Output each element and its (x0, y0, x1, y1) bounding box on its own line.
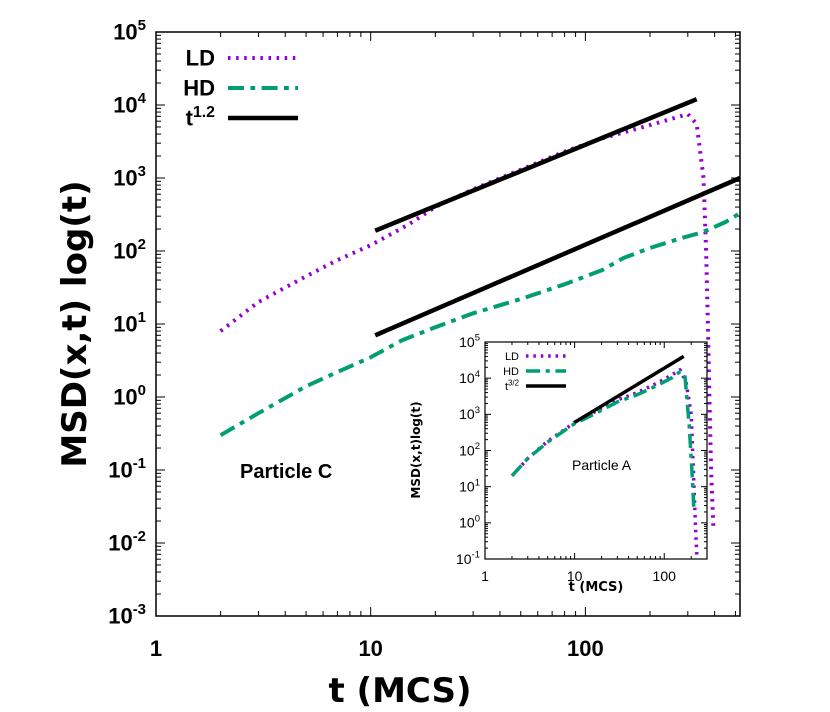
main-y-tick-label: 104 (113, 90, 146, 118)
main-legend-label: t1.2 (186, 104, 216, 131)
main-x-tick-label: 1 (150, 636, 162, 661)
inset-series-hd (510, 370, 696, 512)
main-series-t-1-2-upper (374, 97, 698, 233)
main-y-axis-title: MSD(x,t) log(t) (55, 180, 95, 467)
main-y-tick-label: 10-1 (108, 455, 146, 483)
main-legend-label: LD (186, 46, 215, 71)
main-y-tick-label: 103 (113, 163, 146, 191)
inset-x-axis-title: t (MCS) (569, 580, 624, 595)
inset-y-tick-label: 102 (459, 441, 480, 458)
main-x-axis-title: t (MCS) (328, 671, 471, 711)
inset-x-tick-labels: 1 10 100 (481, 568, 676, 584)
main-series-hd (219, 211, 740, 437)
inset-tick-marks (484, 341, 708, 560)
inset-legend-label: t3/2 (505, 378, 519, 392)
inset-y-tick-label: 100 (459, 513, 480, 530)
inset-x-tick-label: 1 (481, 568, 489, 584)
inset-y-tick-label: 105 (459, 333, 480, 350)
inset-y-tick-label: 10-1 (456, 550, 480, 567)
main-y-tick-label: 10-2 (108, 528, 146, 556)
main-tick-marks (155, 31, 740, 617)
main-y-tick-label: 10-3 (108, 601, 146, 629)
main-y-tick-label: 100 (113, 382, 146, 410)
inset-y-axis-title: MSD(x,t)log(t) (409, 401, 423, 498)
main-series-group (219, 97, 740, 531)
inset-x-tick-label: 100 (653, 568, 677, 584)
main-y-tick-label: 105 (113, 17, 146, 45)
inset-x-tick-label: 10 (567, 568, 583, 584)
inset-y-tick-label: 104 (459, 369, 481, 386)
inset-series-t-3-2 (573, 354, 685, 424)
inset-legend-label: HD (503, 366, 519, 378)
inset-legend-label: LD (505, 351, 519, 363)
main-series-t-1-2-lower (374, 175, 740, 338)
main-y-tick-label: 102 (113, 236, 146, 264)
main-annotation-particle-c: Particle C (240, 461, 332, 483)
main-y-tick-label: 101 (113, 309, 146, 337)
main-y-tick-labels: 10-3 10-2 10-1 100 101 102 103 104 105 (108, 17, 146, 629)
main-legend-label: HD (183, 76, 215, 101)
inset-y-tick-labels: 10-1 100 101 102 103 104 105 (456, 333, 481, 567)
main-legend: LD HD t1.2 (183, 46, 298, 131)
inset-series-group (510, 354, 699, 559)
main-x-tick-labels: 1 10 100 (150, 636, 604, 661)
inset-annotation-particle-a: Particle A (572, 457, 632, 473)
inset-chart: 1 10 100 10-1 100 101 102 103 104 105 t (MCS) MS… (409, 333, 708, 595)
inset-y-tick-label: 103 (459, 405, 480, 422)
inset-y-tick-label: 101 (459, 477, 480, 494)
main-x-tick-label: 100 (567, 636, 604, 661)
main-x-tick-label: 10 (358, 636, 382, 661)
